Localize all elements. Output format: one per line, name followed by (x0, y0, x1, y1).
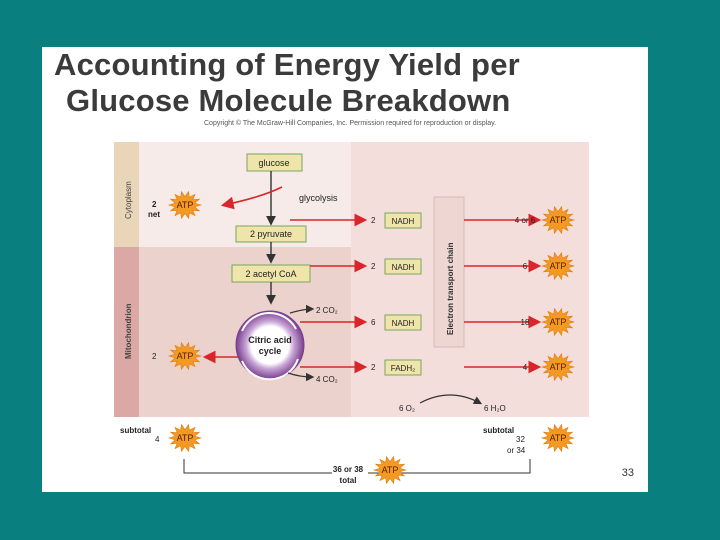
energy-yield-diagram: Cytoplasm Mitochondrion Electron transpo… (42, 47, 648, 492)
pyruvate-label: 2 pyruvate (250, 229, 292, 239)
carrier-yield: 6 (523, 262, 528, 271)
subtotal-left-label: subtotal (120, 426, 151, 435)
total-label: total (340, 476, 357, 485)
atp-label: ATP (550, 317, 567, 327)
cycle-atp-count: 2 (152, 352, 157, 361)
cycle-label-line-1: Citric acid (248, 335, 292, 345)
atp-label: ATP (550, 215, 567, 225)
atp-burst: ATP (542, 425, 574, 452)
atp-label: ATP (177, 433, 194, 443)
carrier-yield: 18 (521, 318, 530, 327)
atp-label: ATP (177, 200, 194, 210)
acetyl-coa-label: 2 acetyl CoA (245, 269, 296, 279)
atp-label: ATP (177, 351, 194, 361)
carrier-count: 2 (371, 216, 376, 225)
carrier-yield: 4 or 6 (515, 216, 536, 225)
carrier-name: NADH (392, 217, 415, 226)
glycolysis-atp-net: net (148, 210, 160, 219)
subtotal-left-value: 4 (155, 435, 160, 444)
slide: Accounting of Energy Yield per Glucose M… (42, 47, 648, 492)
co2-bottom-label: 4 CO₂ (316, 375, 338, 384)
atp-burst: ATP (374, 457, 406, 484)
carrier-name: NADH (392, 263, 415, 272)
glucose-label: glucose (258, 158, 289, 168)
carrier-name: FADH₂ (391, 364, 415, 373)
mitochondrion-label: Mitochondrion (124, 303, 133, 359)
carrier-count: 2 (371, 262, 376, 271)
carrier-name: NADH (392, 319, 415, 328)
atp-label: ATP (382, 465, 399, 475)
atp-label: ATP (550, 362, 567, 372)
subtotal-right-label: subtotal (483, 426, 514, 435)
etc-label: Electron transport chain (446, 242, 455, 335)
cytoplasm-label: Cytoplasm (124, 181, 133, 219)
etc-panel (351, 142, 589, 417)
atp-burst: ATP (169, 425, 201, 452)
glycolysis-atp-count: 2 (152, 200, 157, 209)
total-value: 36 or 38 (333, 465, 364, 474)
atp-label: ATP (550, 261, 567, 271)
water-label: 6 H₂O (484, 404, 506, 413)
carrier-yield: 4 (523, 363, 528, 372)
glycolysis-label: glycolysis (299, 193, 338, 203)
page-number: 33 (622, 467, 634, 479)
carrier-count: 6 (371, 318, 376, 327)
carrier-count: 2 (371, 363, 376, 372)
cycle-label-line-2: cycle (259, 346, 282, 356)
oxygen-label: 6 O₂ (399, 404, 415, 413)
atp-label: ATP (550, 433, 567, 443)
co2-top-label: 2 CO₂ (316, 306, 338, 315)
subtotal-right-value-1: 32 (516, 435, 525, 444)
subtotal-right-value-2: or 34 (507, 446, 526, 455)
